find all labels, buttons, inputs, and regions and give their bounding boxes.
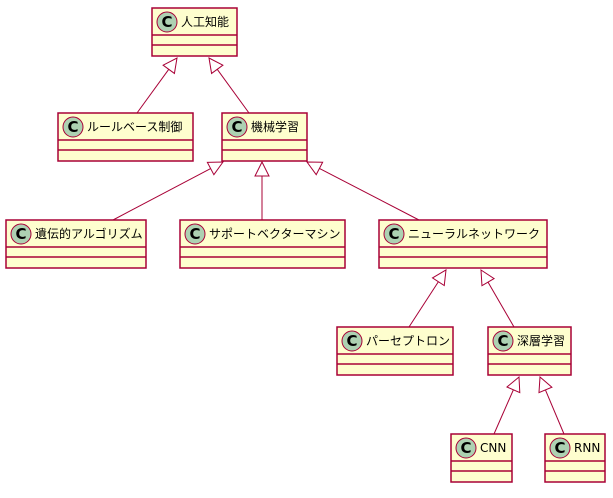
class-name: ルールベース制御 [87, 119, 182, 134]
inheritance-edges [112, 57, 565, 435]
inheritance-arrowhead [306, 161, 324, 176]
class-name: ニューラルネットワーク [408, 227, 540, 241]
inheritance-arrowhead [254, 160, 270, 177]
class-node-perceptron[interactable]: C パーセプトロン [336, 326, 454, 376]
class-box [179, 219, 346, 269]
edge-line [408, 281, 439, 328]
class-stereotype-icon [549, 437, 571, 459]
inheritance-arrowhead [506, 375, 521, 394]
edge-ml-to-ai [208, 57, 250, 114]
stereotype-letter: C [67, 118, 78, 136]
class-name: 深層学習 [517, 333, 565, 348]
edge-line [487, 281, 515, 328]
class-stereotype-icon [383, 223, 405, 245]
stereotype-letter: C [231, 118, 242, 136]
class-name: サポートベクターマシン [209, 227, 341, 241]
class-name: 機械学習 [251, 119, 299, 134]
stereotype-letter: C [460, 439, 471, 457]
class-node-rnn[interactable]: C RNN [544, 433, 606, 483]
edge-cnn-to-dl [493, 375, 521, 435]
class-name: 遺伝的アルゴリズム [35, 226, 143, 241]
inheritance-arrowhead [538, 375, 553, 394]
class-node-ga[interactable]: C 遺伝的アルゴリズム [5, 219, 147, 269]
class-stereotype-icon [10, 223, 32, 245]
edge-dl-to-nn [480, 269, 515, 328]
class-box [544, 433, 606, 483]
edge-rule-to-ai [136, 57, 178, 114]
stereotype-letter: C [388, 225, 399, 243]
stereotype-letter: C [189, 225, 200, 243]
inheritance-arrowhead [208, 57, 224, 75]
stereotype-letter: C [15, 225, 26, 243]
edge-line [544, 389, 565, 435]
edge-line [216, 69, 250, 114]
inheritance-arrowhead [431, 269, 447, 287]
stereotype-letter: C [346, 332, 357, 350]
edge-line [136, 69, 170, 114]
class-stereotype-icon [184, 223, 206, 245]
class-box [378, 219, 548, 269]
inheritance-arrowhead [480, 269, 496, 287]
class-node-rule[interactable]: C ルールベース制御 [57, 112, 194, 162]
class-name: パーセプトロン [366, 334, 450, 348]
class-name: 人工知能 [181, 15, 229, 29]
class-stereotype-icon [62, 116, 84, 138]
edge-line [493, 389, 514, 435]
class-box [5, 219, 147, 269]
class-stereotype-icon [341, 330, 363, 352]
class-node-ai[interactable]: C 人工知能 [151, 7, 238, 57]
inheritance-arrowhead [206, 161, 224, 176]
edge-line [112, 168, 211, 221]
class-name: CNN [480, 441, 506, 455]
class-node-nn[interactable]: C ニューラルネットワーク [378, 219, 548, 269]
edge-line [319, 167, 420, 221]
class-stereotype-icon [226, 116, 248, 138]
stereotype-letter: C [161, 13, 172, 31]
inheritance-arrowhead [162, 57, 178, 75]
edge-ga-to-ml [112, 161, 224, 221]
class-node-cnn[interactable]: C CNN [450, 433, 513, 483]
class-node-ml[interactable]: C 機械学習 [221, 112, 308, 162]
edge-perceptron-to-nn [408, 269, 447, 328]
class-node-dl[interactable]: C 深層学習 [487, 326, 572, 376]
class-stereotype-icon [455, 437, 477, 459]
edge-svm-to-ml [254, 160, 270, 220]
class-nodes: C 人工知能 C ルールベース制御 C 機械学習 C 遺伝的アルゴリズム C サポートベクターマシ… [5, 7, 606, 483]
stereotype-letter: C [497, 332, 508, 350]
edge-nn-to-ml [306, 161, 420, 221]
class-stereotype-icon [156, 11, 178, 33]
edge-rnn-to-dl [538, 375, 565, 435]
class-stereotype-icon [492, 330, 514, 352]
class-node-svm[interactable]: C サポートベクターマシン [179, 219, 346, 269]
class-name: RNN [574, 441, 600, 455]
stereotype-letter: C [554, 439, 565, 457]
